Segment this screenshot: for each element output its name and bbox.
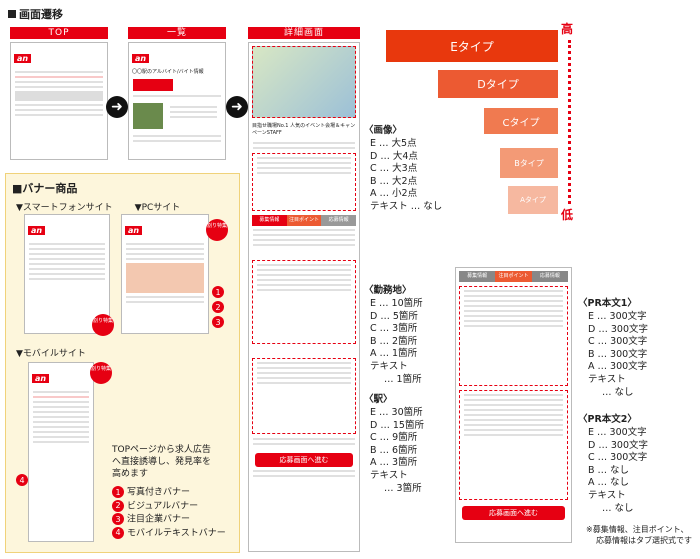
cut-badge: 割り特集 — [90, 362, 112, 384]
col-header-detail: 詳細画面 — [248, 27, 360, 39]
type-e-bar: Eタイプ — [386, 30, 558, 62]
work-location-box — [252, 260, 356, 344]
detail-screenshot: 目指せ職場No.1 人気のイベント会場＆キャンペーンSTAFF 募集情報 注目ポ… — [248, 42, 360, 552]
tab-points[interactable]: 注目ポイント — [495, 271, 532, 282]
tab-apply[interactable]: 応募情報 — [321, 215, 357, 226]
tab-apply[interactable]: 応募情報 — [531, 271, 568, 282]
mobile-shot: an — [28, 362, 94, 542]
pr2-label: 〈PR本文2〉 — [578, 414, 637, 425]
type-a-bar: Aタイプ — [508, 186, 558, 214]
low-label: 低 — [561, 208, 574, 222]
banner-title: ■バナー商品 — [12, 182, 78, 195]
col-header-top: TOP — [10, 27, 108, 39]
cut-badge: 割り特集 — [92, 314, 114, 336]
square-icon — [8, 10, 16, 18]
tab-points[interactable]: 注目ポイント — [286, 215, 322, 226]
list-title: 〇〇駅のアルバイト/バイト情報 — [132, 69, 204, 75]
number-4-icon: 4 — [16, 474, 28, 486]
smartphone-shot: an — [24, 214, 110, 334]
pr2-box — [459, 390, 568, 500]
number-3-icon: 3 — [212, 316, 224, 328]
pc-shot: an — [121, 214, 209, 334]
tab-recruit[interactable]: 募集情報 — [459, 271, 496, 282]
pr1-label: 〈PR本文1〉 — [578, 298, 637, 309]
an-logo: an — [14, 54, 32, 63]
high-label: 高 — [561, 22, 574, 36]
image-label: 〈画像〉 — [364, 125, 403, 136]
type-d-bar: Dタイプ — [438, 70, 558, 98]
scale-line — [568, 40, 571, 204]
tab-recruit[interactable]: 募集情報 — [252, 215, 287, 226]
photo-area — [252, 46, 356, 118]
list-screenshot: an 〇〇駅のアルバイト/バイト情報 — [128, 42, 226, 160]
number-2-icon: 2 — [212, 301, 224, 313]
col-header-list: 一覧 — [128, 27, 226, 39]
pr1-box — [459, 286, 568, 386]
banner-description: TOPページから求人広告 へ直接誘導し、発見率を 高めます — [112, 445, 212, 479]
pc-label: ▼PCサイト — [134, 203, 181, 213]
number-1-icon: 1 — [212, 286, 224, 298]
mobile-label: ▼モバイルサイト — [16, 349, 86, 359]
apply-button[interactable]: 応募画面へ進む — [255, 453, 353, 467]
arrow-icon: ➜ — [226, 96, 248, 118]
top-screenshot: an — [10, 42, 108, 160]
footnote: ※募集情報、注目ポイント、 応募情報はタブ選択式です — [586, 525, 692, 545]
work-label: 〈勤務地〉 — [364, 285, 412, 296]
type-c-bar: Cタイプ — [484, 108, 558, 134]
pr-screenshot: 募集情報 注目ポイント 応募情報 応募画面へ進む — [455, 267, 572, 543]
type-b-bar: Bタイプ — [500, 148, 558, 178]
image-section — [252, 153, 356, 211]
station-box — [252, 358, 356, 434]
detail-catch: 目指せ職場No.1 人気のイベント会場＆キャンペーンSTAFF — [252, 123, 356, 136]
cut-badge: 割り特集 — [206, 219, 228, 241]
apply-button[interactable]: 応募画面へ進む — [462, 506, 565, 520]
arrow-icon: ➜ — [106, 96, 128, 118]
section-title: 画面遷移 — [8, 6, 63, 22]
station-label: 〈駅〉 — [364, 394, 393, 405]
smartphone-label: ▼スマートフォンサイト — [16, 203, 113, 213]
banner-section: ■バナー商品 ▼スマートフォンサイト ▼PCサイト an 割り特集 an 割り特… — [5, 173, 240, 553]
